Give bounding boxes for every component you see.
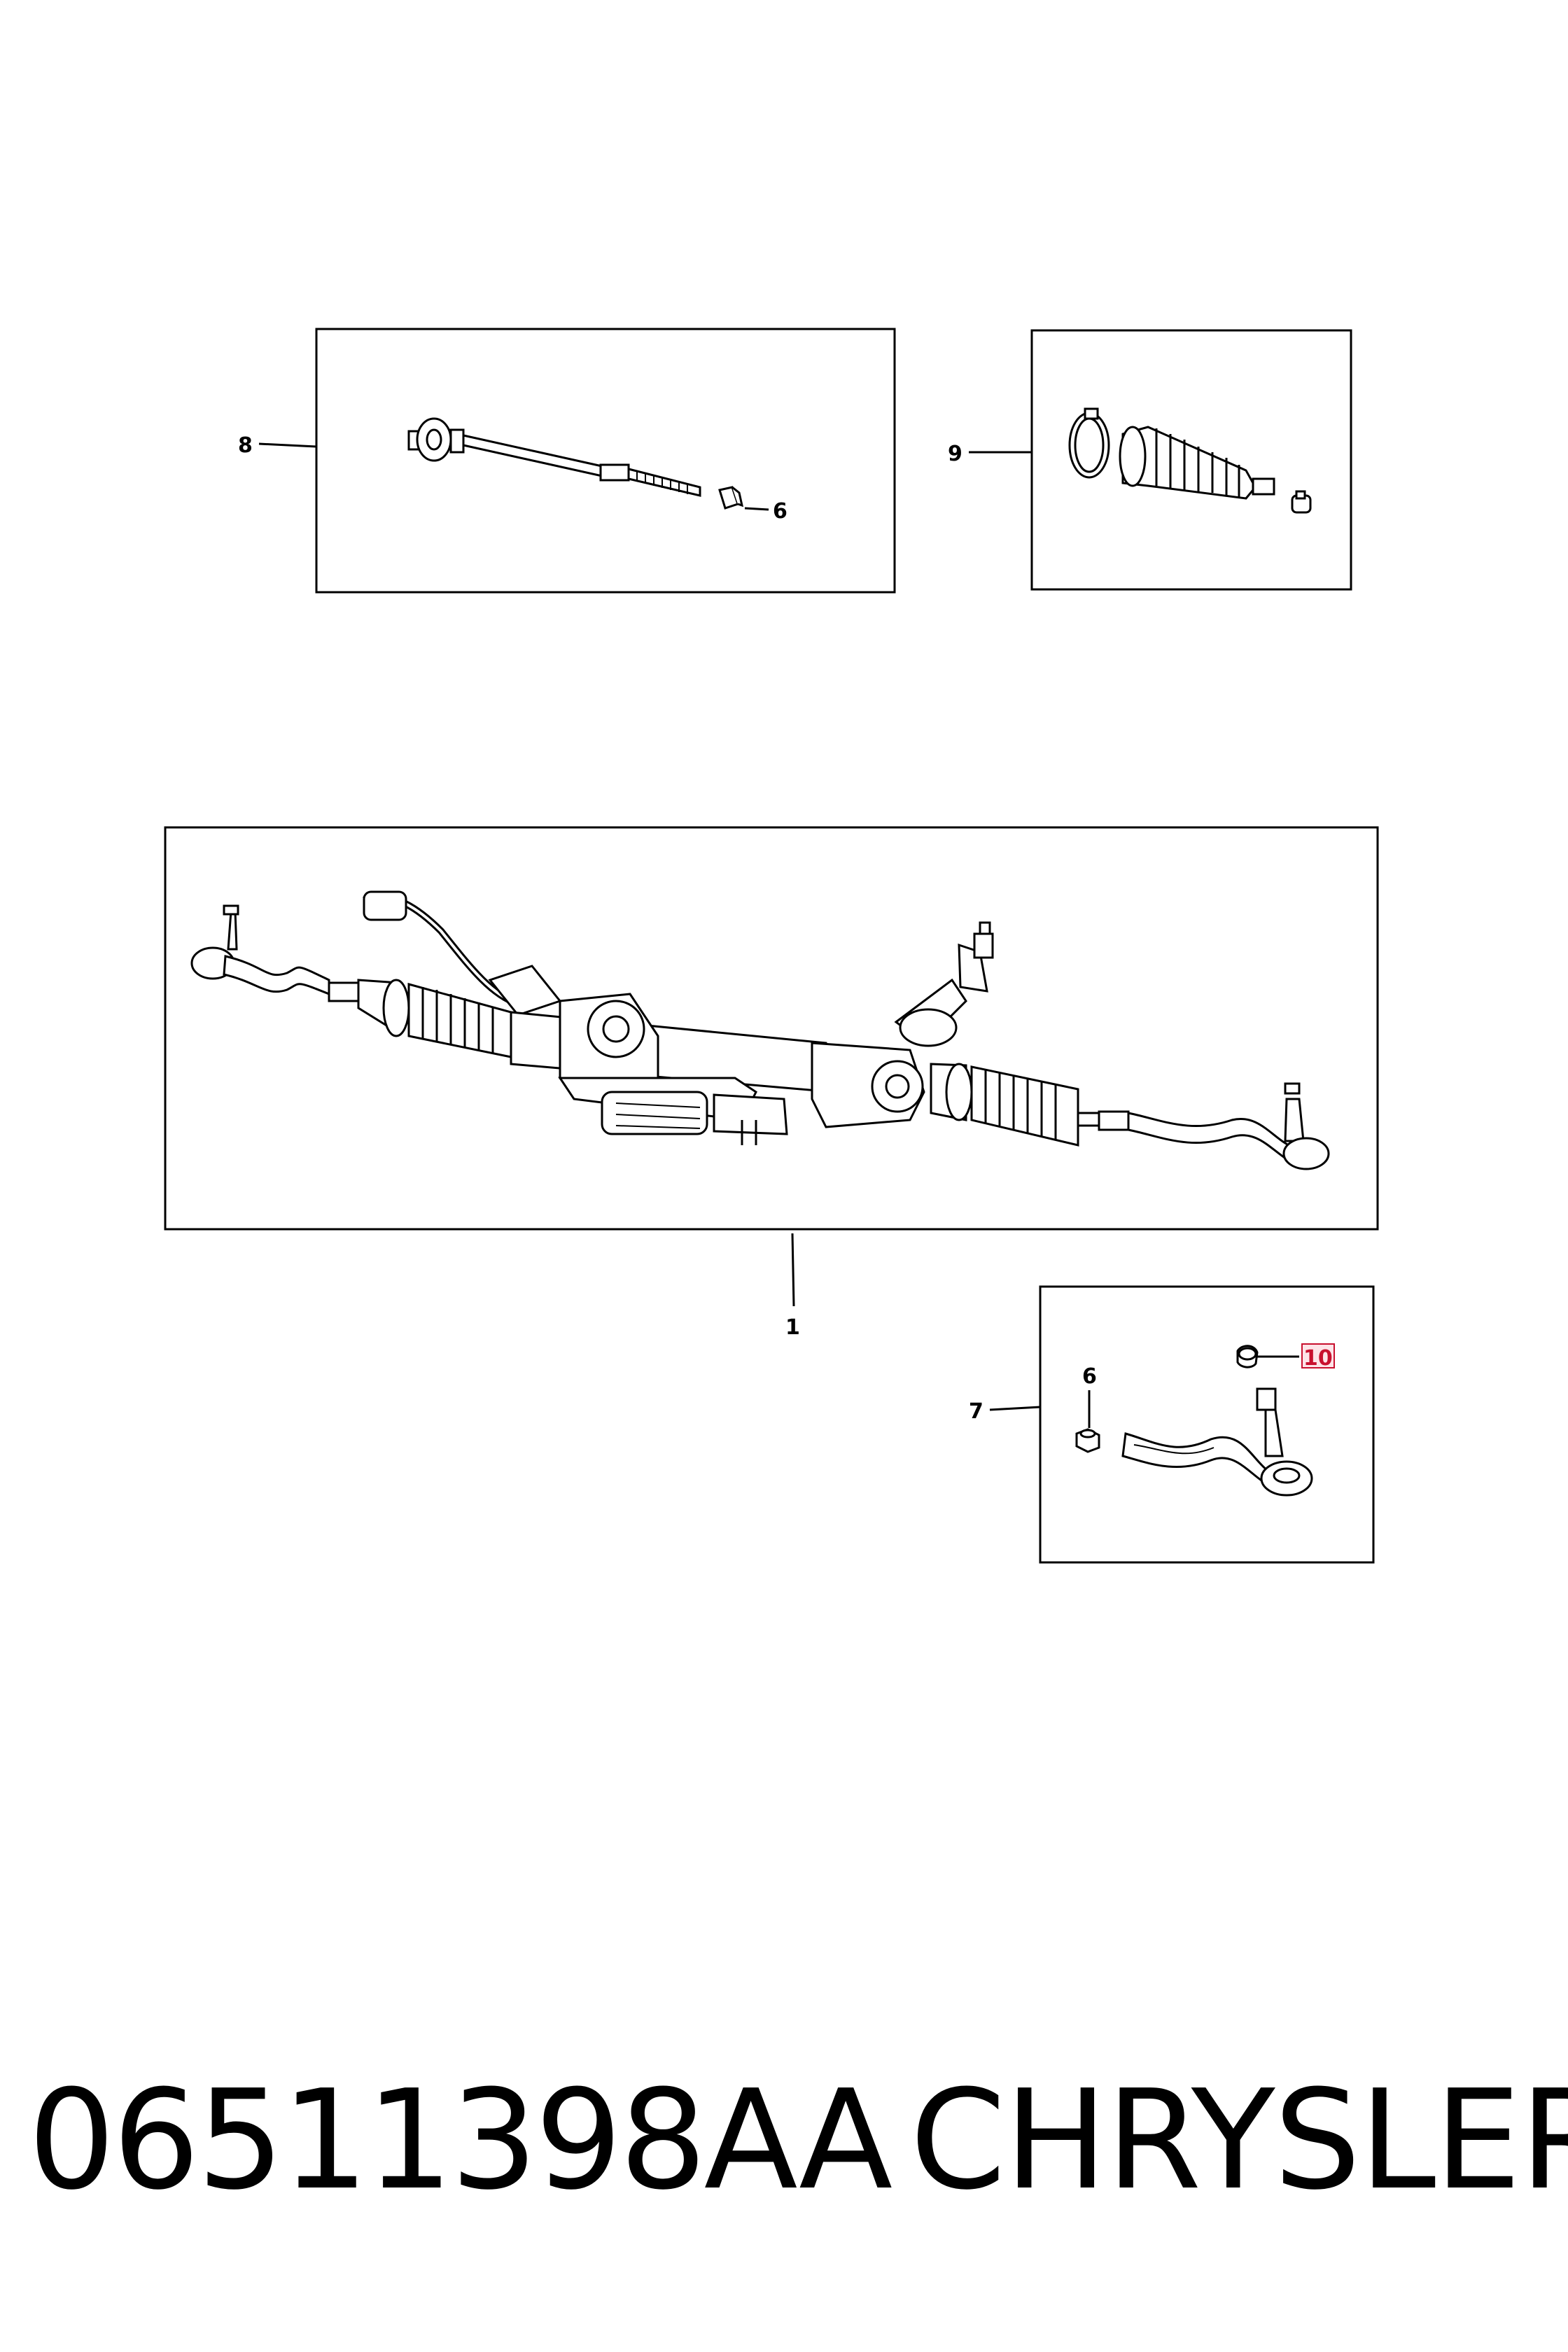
boot-clamp-drawing [1068, 407, 1110, 479]
panel-inner-tie-rod: 8 6 [238, 328, 896, 594]
callout-7: 7 [969, 1399, 983, 1424]
panel-boot-kit: 9 [948, 329, 1352, 591]
part-number: 06511398AA [28, 2061, 892, 2220]
inner-tie-rod-nut-drawing [718, 486, 744, 510]
callout-6-outer-nut: 6 [1082, 1364, 1097, 1389]
outer-tie-rod-seal-drawing [1236, 1345, 1259, 1368]
inner-tie-rod-drawing [407, 417, 701, 497]
outer-tie-rod-nut-drawing [1075, 1428, 1100, 1453]
steering-gear-drawing [190, 890, 1330, 1170]
boot-drawing [1119, 426, 1275, 500]
boot-small-clamp-drawing [1291, 490, 1312, 514]
callout-8: 8 [238, 433, 253, 458]
callout-10: 10 [1303, 1346, 1333, 1371]
callout-9: 9 [948, 442, 962, 466]
panel-outer-tie-rod: 10 6 7 [969, 1285, 1375, 1564]
brand-name: CHRYSLER [910, 2061, 1568, 2220]
outer-tie-rod-drawing [1121, 1387, 1313, 1497]
callout-1: 1 [785, 1315, 800, 1340]
panel-steering-gear: 1 [164, 826, 1379, 1340]
callout-6-inner-nut: 6 [773, 499, 788, 524]
